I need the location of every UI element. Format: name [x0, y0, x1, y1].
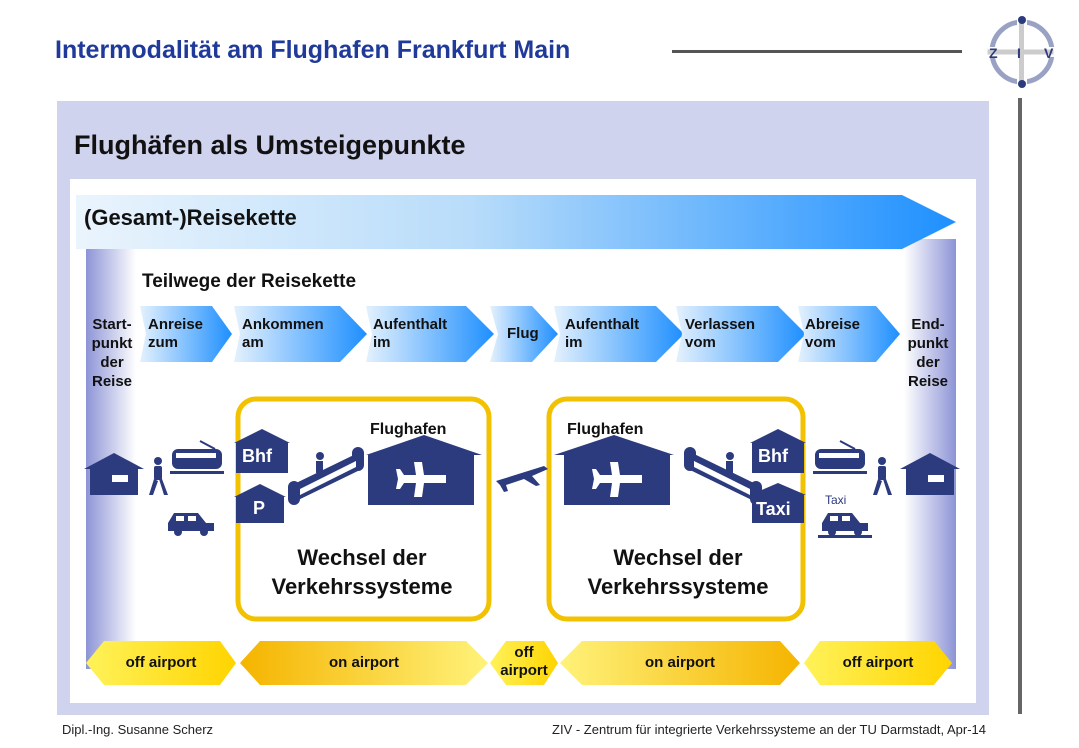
escalator-icon-right: [684, 447, 762, 505]
flying-plane-icon: [496, 466, 548, 492]
side-rule: [1018, 98, 1022, 714]
logo-letter-v: V: [1044, 45, 1054, 61]
step-arrow-3: [366, 306, 494, 362]
step-arrow-5: [554, 306, 684, 362]
diagram-graphics: [76, 195, 960, 685]
zone-arrow-5: [804, 641, 952, 685]
zone-arrow-3: [490, 641, 558, 685]
travel-chain-diagram: (Gesamt-)Reisekette Teilwege der Reiseke…: [70, 179, 976, 703]
terminal-icon-left: [366, 435, 482, 505]
chain-label: (Gesamt-)Reisekette: [84, 205, 297, 230]
taxi-car-icon: [818, 513, 872, 538]
step-label-4: Flug: [507, 325, 539, 342]
chain-arrow: [76, 195, 956, 249]
step-arrow-2: [234, 306, 367, 362]
parking-sign-text: P: [253, 498, 266, 518]
bhf-sign-left: [234, 429, 290, 473]
escalator-icon-left: [288, 447, 364, 505]
taxi-sign: [750, 483, 806, 523]
footer-institution: ZIV - Zentrum für integrierte Verkehrssy…: [552, 722, 986, 737]
zone-label-1: off airport: [125, 654, 197, 671]
footer-author: Dipl.-Ing. Susanne Scherz: [62, 722, 214, 737]
car-icon-left: [168, 513, 214, 536]
bhf-sign-right-text: Bhf: [758, 446, 788, 466]
step-arrow-4: [490, 306, 558, 362]
taxi-car-label: Taxi: [825, 493, 847, 507]
step-arrow-1: [140, 306, 232, 362]
slide-title: Intermodalität am Flughafen Frankfurt Ma…: [55, 36, 571, 64]
zone-label-4: on airport: [645, 654, 715, 671]
pedestrian-icon-right: [873, 457, 892, 495]
train-icon-right: [813, 440, 867, 474]
subchain-label: Teilwege der Reisekette: [142, 271, 357, 292]
end-house-icon: [900, 453, 960, 495]
zone-arrow-2: [240, 641, 488, 685]
logo-letter-z: Z: [989, 45, 998, 61]
zone-arrow-4: [560, 641, 800, 685]
bhf-sign-right: [750, 429, 806, 473]
terminal-icon-right: [554, 435, 674, 505]
ziv-logo: Z I V: [984, 16, 1060, 90]
zone-arrow-1: [86, 641, 236, 685]
train-icon-left: [170, 440, 224, 474]
logo-letter-i: I: [1017, 45, 1021, 61]
zone-label-2: on airport: [329, 654, 399, 671]
parking-sign: [234, 484, 286, 523]
zone-label-5: off airport: [842, 654, 914, 671]
airport-label-left: Flughafen: [370, 421, 447, 438]
taxi-sign-text: Taxi: [756, 499, 791, 519]
start-house-icon: [84, 453, 144, 495]
step-arrow-6: [676, 306, 806, 362]
panel-title: Flughäfen als Umsteigepunkte: [74, 130, 466, 160]
step-arrow-7: [798, 306, 900, 362]
title-rule: [672, 50, 962, 53]
pedestrian-icon-left: [149, 457, 168, 495]
bhf-sign-left-text: Bhf: [242, 446, 272, 466]
airport-label-right: Flughafen: [567, 421, 644, 438]
